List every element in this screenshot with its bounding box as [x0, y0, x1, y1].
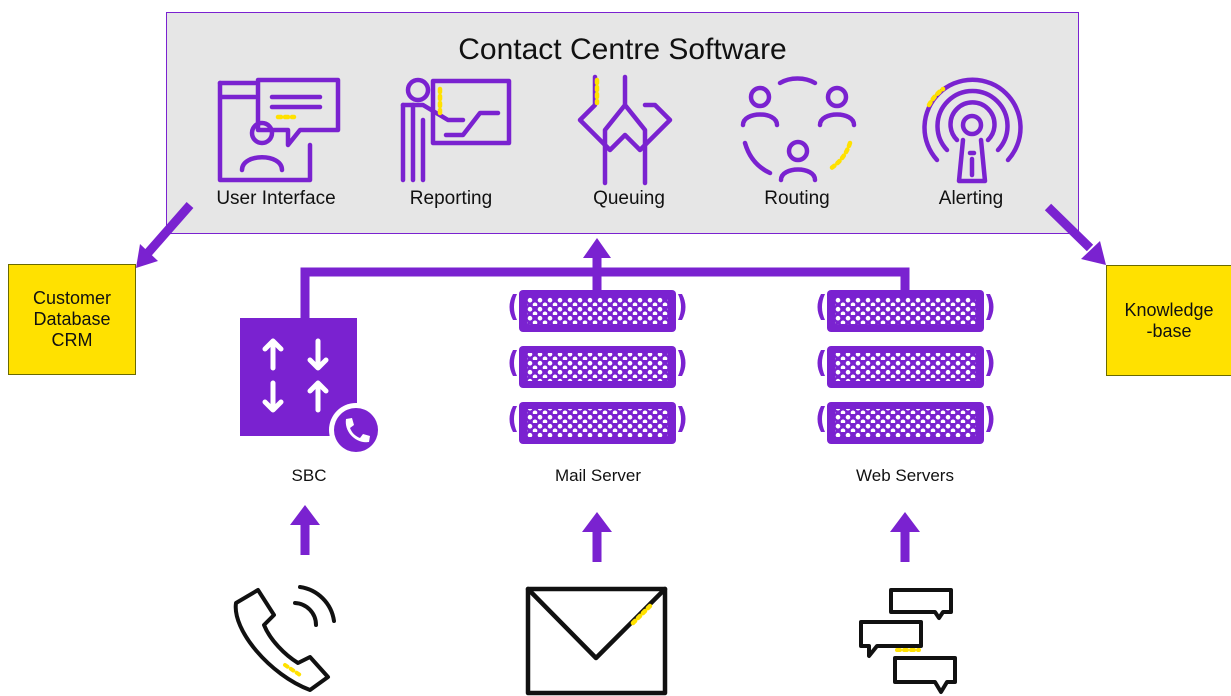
reporting-presenter-icon	[400, 77, 512, 183]
knowledge-arrow-head	[1081, 241, 1106, 265]
web-server-icon	[817, 290, 994, 444]
routing-people-icon	[740, 76, 857, 183]
mail-server-icon	[509, 290, 686, 444]
device-label-mail-server: Mail Server	[555, 466, 641, 485]
queuing-arrows-icon	[577, 74, 673, 186]
module-label-queuing: Queuing	[593, 188, 665, 209]
device-label-sbc: SBC	[291, 466, 327, 485]
module-label-alerting: Alerting	[938, 188, 1004, 209]
knowledge-base-box: Knowledge -base	[1106, 265, 1231, 376]
envelope-icon	[525, 586, 668, 696]
sbc-switch-phone-icon	[240, 318, 383, 457]
crm-box-label: Customer Database CRM	[32, 288, 112, 350]
device-label-web-servers: Web Servers	[856, 466, 954, 485]
knowledge-arrow-line	[1044, 203, 1094, 252]
crm-arrow-head	[136, 244, 158, 268]
module-label-reporting: Reporting	[409, 188, 493, 209]
queuing-arrow-up-head	[583, 238, 611, 258]
web-arrow-head	[890, 512, 920, 532]
phone-icon	[233, 585, 336, 692]
sbc-arrow-head	[290, 505, 320, 525]
user-interface-icon	[217, 77, 341, 183]
module-label-routing: Routing	[764, 188, 830, 209]
crm-arrow-line	[143, 202, 194, 257]
panel-title: Contact Centre Software	[458, 33, 787, 66]
chat-bubbles-icon	[859, 588, 957, 694]
crm-box: Customer Database CRM	[8, 264, 136, 375]
mail-arrow-head	[582, 512, 612, 532]
alerting-broadcast-icon	[922, 77, 1023, 184]
module-label-user-interface: User Interface	[216, 188, 336, 209]
knowledge-base-label: Knowledge -base	[1124, 299, 1214, 341]
